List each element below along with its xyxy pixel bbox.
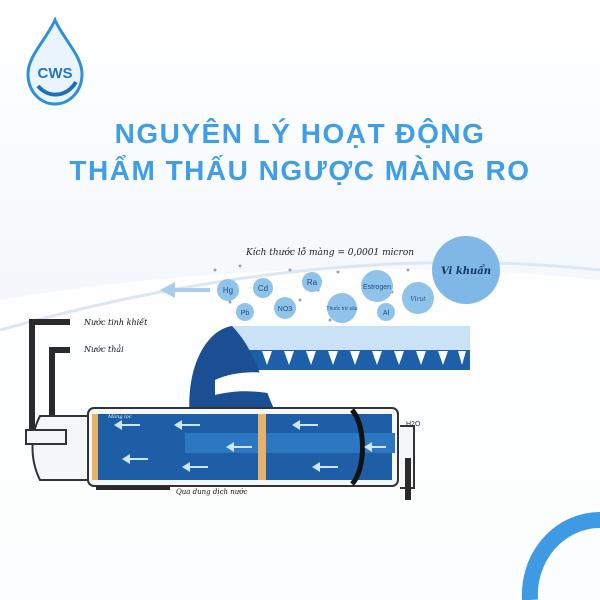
page-title-line1: NGUYÊN LÝ HOẠT ĐỘNG — [114, 118, 486, 149]
particle-pb: Pb — [236, 303, 254, 321]
svg-text:Vi khuẩn: Vi khuẩn — [441, 265, 491, 277]
svg-text:Pb: Pb — [241, 310, 250, 317]
particle-pesticide: Thuốc trừ sâu — [326, 293, 358, 323]
particle-al: Al — [377, 303, 395, 321]
water-drop-icon — [26, 16, 84, 106]
particle-virus: Virut — [402, 282, 434, 314]
waste-water-label: Nước thải — [83, 345, 124, 354]
filter-label: Màng lọc — [107, 413, 132, 420]
particle-no3: NO3 — [274, 297, 296, 319]
h2o-label: H2O — [406, 421, 421, 428]
decorative-arc — [521, 511, 600, 600]
svg-text:Thuốc trừ sâu: Thuốc trừ sâu — [326, 306, 357, 312]
pore-size-label: Kích thước lỗ màng = 0,0001 micron — [245, 247, 414, 258]
flow-arrows — [114, 420, 386, 472]
inlet-arrow-icon — [160, 282, 210, 298]
particle-cd: Cd — [253, 278, 273, 298]
particle-ra: Ra — [302, 272, 322, 292]
svg-text:Ra: Ra — [307, 278, 318, 287]
page-title-line2: THẨM THẤU NGƯỢC MÀNG RO — [69, 155, 531, 186]
svg-text:Estrogen: Estrogen — [363, 284, 391, 291]
svg-text:NO3: NO3 — [278, 306, 293, 313]
svg-text:Cd: Cd — [258, 284, 268, 293]
particle-estrogen: Estrogen — [361, 270, 393, 302]
particle-hg: Hg — [217, 279, 239, 301]
pure-water-label: Nước tinh khiết — [83, 318, 148, 327]
svg-text:Hg: Hg — [223, 286, 233, 295]
logo-text: CWS — [38, 65, 73, 82]
inlet-water-label: Qua dung dịch nước — [176, 488, 247, 496]
membrane-layer — [189, 326, 470, 420]
svg-text:Al: Al — [383, 310, 390, 317]
brand-logo: CWS — [26, 16, 84, 106]
particle-bacteria: Vi khuẩn — [432, 236, 500, 304]
svg-text:Virut: Virut — [410, 296, 426, 303]
ro-membrane-diagram: Kích thước lỗ màng = 0,0001 micron Hg Cd… — [25, 236, 500, 500]
